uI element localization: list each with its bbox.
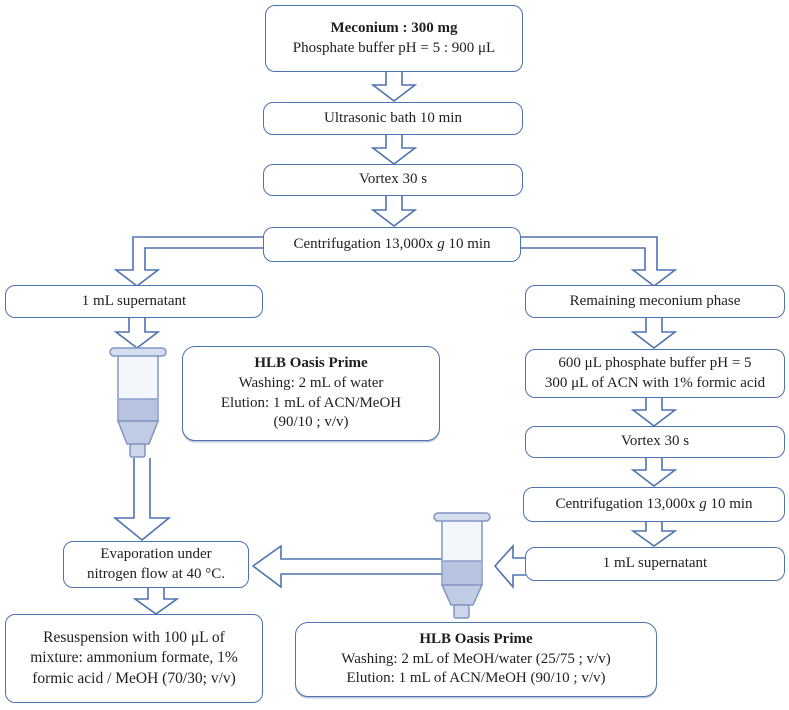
- step-label: 1 mL supernatant: [602, 555, 708, 572]
- elbow-arrow-left-icon: [113, 236, 266, 288]
- down-arrow-icon: [630, 457, 678, 488]
- step-label: Evaporation under: [100, 545, 212, 562]
- step-box-centrifugation-2: Centrifugation 13,000x g 10 min: [523, 487, 785, 522]
- down-arrow-icon: [370, 195, 418, 228]
- info-line: Washing: 2 mL of MeOH/water (25/75 ; v/v…: [341, 650, 611, 667]
- left-arrow-icon: [493, 543, 526, 590]
- step-box-supernatant-right: 1 mL supernatant: [525, 547, 785, 581]
- step-label: mixture: ammonium formate, 1%: [30, 649, 238, 667]
- step-box-centrifugation-1: Centrifugation 13,000x g 10 min: [263, 227, 521, 262]
- step-label: Remaining meconium phase: [569, 292, 741, 309]
- step-box-supernatant-left: 1 mL supernatant: [5, 285, 263, 318]
- step-box-evaporation: Evaporation under nitrogen flow at 40 °C…: [63, 541, 249, 588]
- down-arrow-icon: [132, 587, 180, 615]
- info-line: Elution: 1 mL of ACN/MeOH: [220, 394, 402, 411]
- step-box-ultrasonic-bath: Ultrasonic bath 10 min: [263, 102, 523, 135]
- step-box-vortex-1: Vortex 30 s: [263, 164, 523, 196]
- spe-cartridge-icon: [109, 347, 167, 458]
- spe-cartridge-icon: [433, 512, 491, 619]
- down-arrow-icon: [370, 71, 418, 103]
- step-label: formic acid / MeOH (70/30; v/v): [32, 669, 236, 687]
- step-label: 300 μL of ACN with 1% formic acid: [544, 374, 766, 391]
- long-down-arrow-icon: [112, 458, 172, 542]
- long-left-arrow-icon: [251, 544, 460, 589]
- step-box-meconium: Meconium : 300 mg Phosphate buffer pH = …: [265, 5, 523, 72]
- step-box-resuspension: Resuspension with 100 μL of mixture: amm…: [5, 614, 263, 703]
- down-arrow-icon: [630, 397, 678, 428]
- down-arrow-icon: [113, 317, 161, 350]
- info-title: HLB Oasis Prime: [254, 354, 368, 371]
- down-arrow-icon: [370, 134, 418, 166]
- info-line: Washing: 2 mL of water: [238, 374, 384, 391]
- step-label: 600 μL phosphate buffer pH = 5: [558, 354, 752, 371]
- info-box-hlb-oasis-prime-right: HLB Oasis Prime Washing: 2 mL of MeOH/wa…: [295, 622, 657, 697]
- step-label: Centrifugation 13,000x g 10 min: [555, 495, 753, 512]
- info-title: HLB Oasis Prime: [419, 630, 533, 647]
- info-line: (90/10 ; v/v): [273, 414, 349, 431]
- step-label: Vortex 30 s: [358, 171, 428, 188]
- step-label: Centrifugation 13,000x g 10 min: [293, 235, 491, 252]
- step-label: Resuspension with 100 μL of: [43, 628, 225, 646]
- step-label: Meconium : 300 mg: [330, 19, 458, 36]
- elbow-arrow-right-icon: [520, 236, 678, 288]
- step-label: 1 mL supernatant: [81, 292, 187, 309]
- down-arrow-icon: [630, 317, 678, 350]
- info-line: Elution: 1 mL of ACN/MeOH (90/10 ; v/v): [346, 670, 606, 687]
- step-label: Phosphate buffer pH = 5 : 900 μL: [292, 39, 496, 56]
- info-box-hlb-oasis-prime-left: HLB Oasis Prime Washing: 2 mL of water E…: [182, 346, 440, 441]
- step-label: Ultrasonic bath 10 min: [324, 109, 462, 126]
- step-label: Vortex 30 s: [620, 433, 690, 450]
- step-box-buffer-acn: 600 μL phosphate buffer pH = 5 300 μL of…: [525, 349, 785, 398]
- step-box-remaining-meconium: Remaining meconium phase: [525, 285, 785, 318]
- step-box-vortex-2: Vortex 30 s: [525, 426, 785, 458]
- step-label: nitrogen flow at 40 °C.: [86, 565, 226, 582]
- down-arrow-icon: [630, 521, 678, 547]
